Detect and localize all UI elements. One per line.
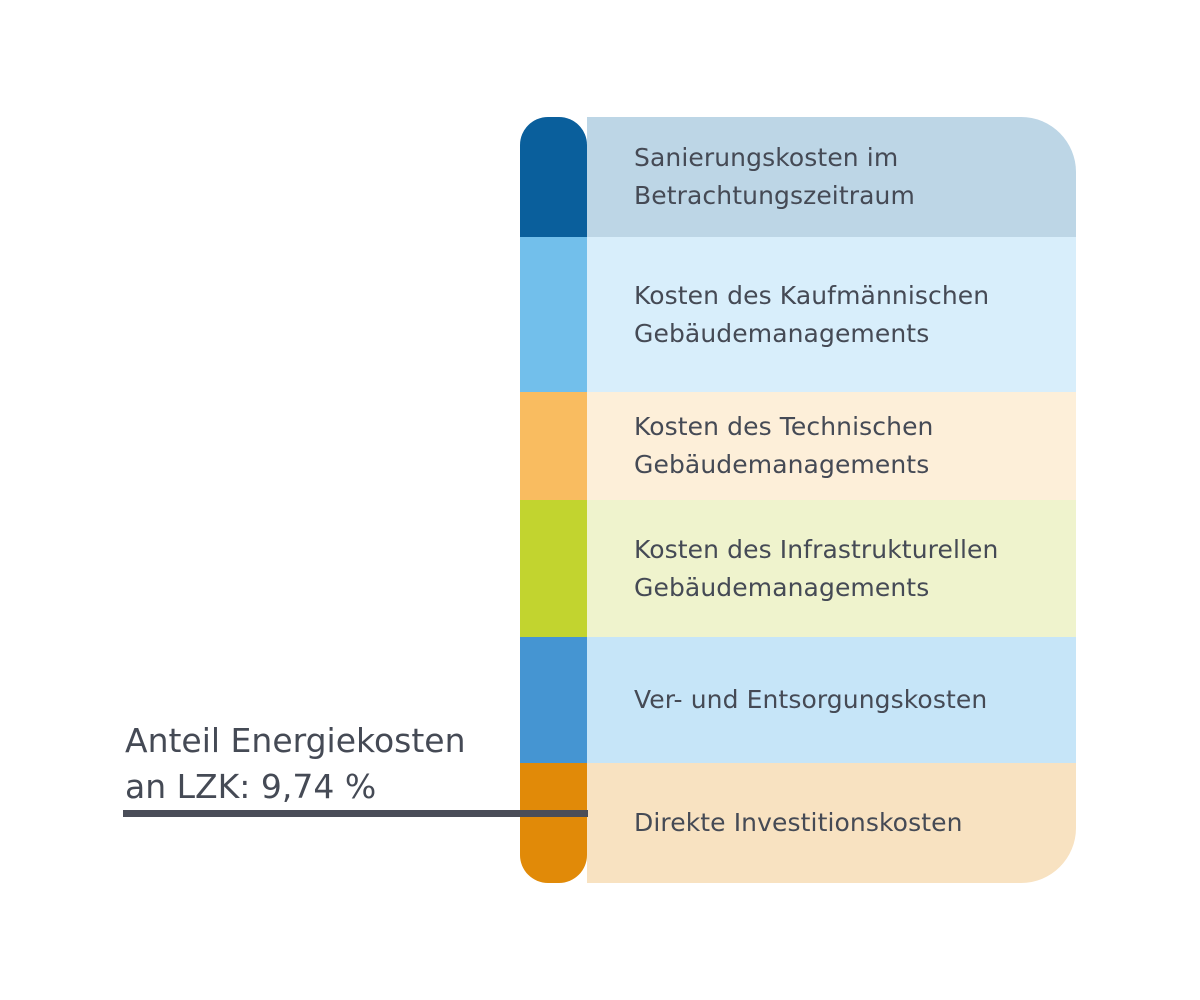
- cost-row-infrastrukturelles-gm: Kosten des Infrastrukturellen Gebäudeman…: [520, 500, 1076, 637]
- color-swatch: [520, 392, 587, 500]
- row-label: Direkte Investitionskosten: [634, 808, 963, 837]
- row-panel: Kosten des Technischen Gebäudemanagement…: [587, 392, 1076, 500]
- row-label: Kosten des Infrastrukturellen Gebäudeman…: [634, 534, 999, 602]
- cost-row-direkte-investition: Direkte Investitionskosten: [520, 763, 1076, 883]
- row-panel: Kosten des Kaufmännischen Gebäudemanagem…: [587, 237, 1076, 392]
- row-label: Kosten des Technischen Gebäudemanagement…: [634, 412, 934, 479]
- row-label: Kosten des Kaufmännischen Gebäudemanagem…: [634, 280, 990, 348]
- row-panel: Sanierungskosten im Betrachtungszeitraum: [587, 117, 1076, 237]
- row-label: Ver- und Entsorgungskosten: [634, 685, 988, 714]
- cost-category-stack: Sanierungskosten im Betrachtungszeitraum…: [520, 117, 1076, 883]
- cost-row-kaufmaennisches-gm: Kosten des Kaufmännischen Gebäudemanagem…: [520, 237, 1076, 392]
- color-swatch: [520, 237, 587, 392]
- color-swatch: [520, 117, 587, 237]
- cost-row-sanierungskosten: Sanierungskosten im Betrachtungszeitraum: [520, 117, 1076, 237]
- color-swatch: [520, 500, 587, 637]
- cost-row-ver-und-entsorgung: Ver- und Entsorgungskosten: [520, 637, 1076, 763]
- color-swatch: [520, 637, 587, 763]
- row-panel: Ver- und Entsorgungskosten: [587, 637, 1076, 763]
- row-panel: Kosten des Infrastrukturellen Gebäudeman…: [587, 500, 1076, 637]
- cost-row-technisches-gm: Kosten des Technischen Gebäudemanagement…: [520, 392, 1076, 500]
- callout-line: [123, 810, 588, 817]
- row-panel: Direkte Investitionskosten: [587, 763, 1076, 883]
- row-label: Sanierungskosten im Betrachtungszeitraum: [634, 143, 915, 210]
- color-swatch: [520, 763, 587, 883]
- energy-share-callout: Anteil Energiekosten an LZK: 9,74 %: [125, 721, 466, 806]
